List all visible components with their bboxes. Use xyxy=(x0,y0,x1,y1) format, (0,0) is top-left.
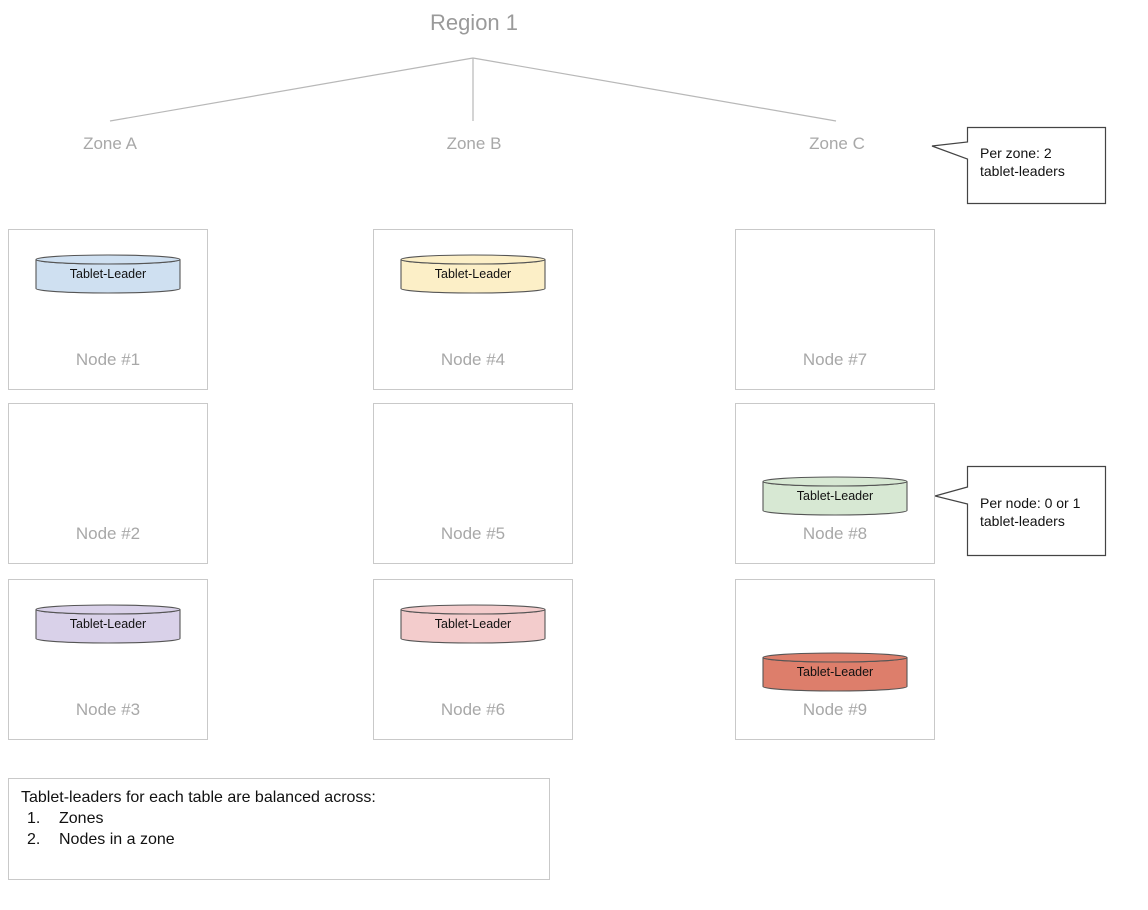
tablet-leader-cylinder: Tablet-Leader xyxy=(762,476,908,516)
legend-box: Tablet-leaders for each table are balanc… xyxy=(8,778,550,880)
cylinder-icon xyxy=(35,604,181,644)
connector-zone-c xyxy=(472,57,837,122)
per-zone-callout xyxy=(931,126,1107,205)
node-label: Node #6 xyxy=(440,700,506,719)
cylinder-icon xyxy=(762,652,908,692)
node-label: Node #5 xyxy=(440,524,506,543)
tablet-leader-label: Tablet-Leader xyxy=(69,617,147,631)
tablet-leader-cylinder: Tablet-Leader xyxy=(35,254,181,294)
per-zone-callout-line1: Per zone: 2 xyxy=(980,145,1052,161)
connector-zone-a xyxy=(109,57,474,122)
legend-heading: Tablet-leaders for each table are balanc… xyxy=(21,789,376,806)
per-node-callout-text: Per node: 0 or 1 tablet-leaders xyxy=(980,494,1080,530)
tablet-leader-label: Tablet-Leader xyxy=(434,267,512,281)
tablet-leader-cylinder: Tablet-Leader xyxy=(400,254,546,294)
legend-item: 1. Zones xyxy=(21,810,537,828)
node-label: Node #3 xyxy=(75,700,141,719)
tablet-leader-label: Tablet-Leader xyxy=(434,617,512,631)
region-title: Region 1 xyxy=(429,10,519,35)
legend-item-number: 1. xyxy=(27,810,41,827)
tablet-leader-label: Tablet-Leader xyxy=(69,267,147,281)
cylinder-icon xyxy=(35,254,181,294)
per-node-callout-line2: tablet-leaders xyxy=(980,513,1065,529)
node-label: Node #8 xyxy=(802,524,868,543)
node-label: Node #9 xyxy=(802,700,868,719)
tablet-leader-cylinder: Tablet-Leader xyxy=(400,604,546,644)
zone-a-label: Zone A xyxy=(83,134,137,153)
cylinder-icon xyxy=(400,604,546,644)
per-node-callout-line1: Per node: 0 or 1 xyxy=(980,495,1081,511)
node-label: Node #2 xyxy=(75,524,141,543)
tablet-leader-label: Tablet-Leader xyxy=(796,489,874,503)
node-label: Node #7 xyxy=(802,350,868,369)
per-zone-callout-text: Per zone: 2 tablet-leaders xyxy=(980,144,1065,180)
tablet-leader-label: Tablet-Leader xyxy=(796,665,874,679)
zone-c-label: Zone C xyxy=(809,134,865,153)
cylinder-icon xyxy=(762,476,908,516)
per-zone-callout-line2: tablet-leaders xyxy=(980,163,1065,179)
legend-item: 2. Nodes in a zone xyxy=(21,831,537,849)
tablet-leader-cylinder: Tablet-Leader xyxy=(35,604,181,644)
legend-item-number: 2. xyxy=(27,831,41,848)
legend-item-text: Zones xyxy=(59,810,104,827)
cylinder-icon xyxy=(400,254,546,294)
tablet-leader-cylinder: Tablet-Leader xyxy=(762,652,908,692)
node-box: Node #7 xyxy=(735,229,935,390)
region-tree-connectors xyxy=(109,57,837,122)
node-label: Node #4 xyxy=(440,350,506,369)
node-box: Node #2 xyxy=(8,403,208,564)
legend-item-text: Nodes in a zone xyxy=(59,831,175,848)
node-label: Node #1 xyxy=(75,350,141,369)
node-box: Node #5 xyxy=(373,403,573,564)
zone-b-label: Zone B xyxy=(446,134,502,153)
per-node-callout xyxy=(932,465,1107,557)
